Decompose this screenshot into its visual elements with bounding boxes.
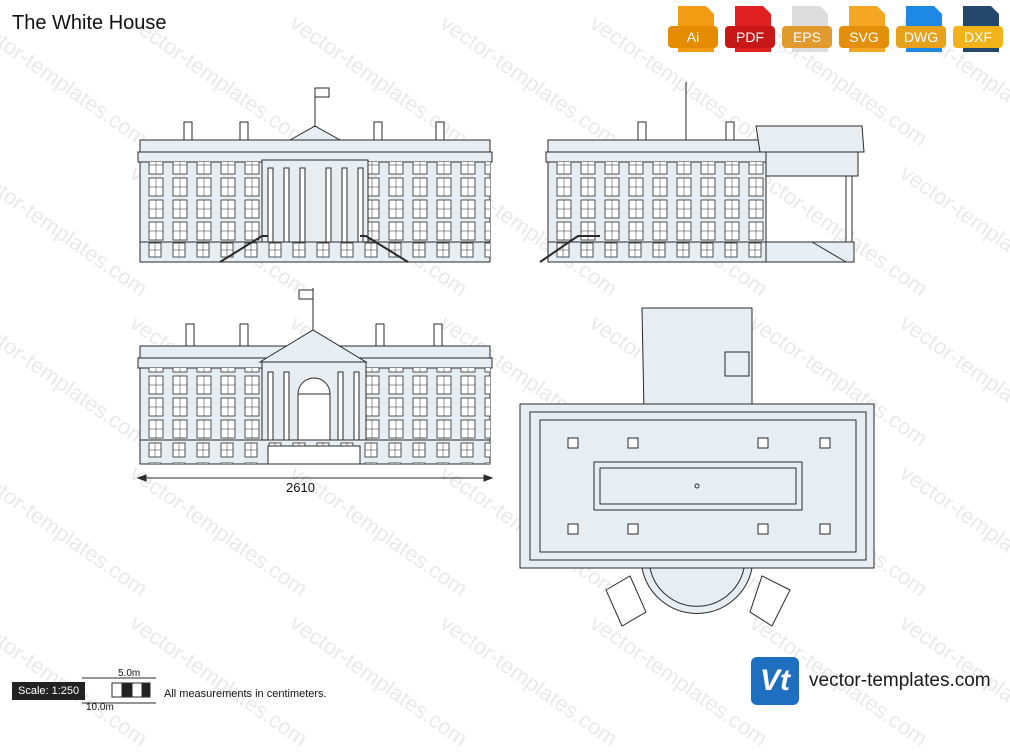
roof-plan-drawing [519,307,875,627]
pdf-file-icon[interactable]: PDF [725,4,775,54]
measurement-note: All measurements in centimeters. [164,688,327,700]
roof-chimneys [567,437,831,535]
dxf-file-icon[interactable]: DXF [953,4,1003,54]
right-stair [360,235,409,263]
ground-windows [140,242,490,262]
badge-label: Ai [668,26,718,48]
blueprint-canvas [82,82,875,704]
eps-file-icon[interactable]: EPS [782,4,832,54]
fanlight [297,377,331,395]
roof-inner-edge [539,419,857,553]
width-dimension: 2610 [286,480,315,495]
roof-balustrade [547,139,767,153]
vt-logo-icon: Vt [751,657,799,705]
badge-label: SVG [839,26,889,48]
ground-windows [548,242,766,262]
roof-parapet [529,411,867,561]
skylight [724,351,750,377]
side-stair [539,235,600,263]
entrance-steps [267,445,361,465]
flag [298,289,314,300]
south-facade-drawing [137,288,493,465]
north-facade-drawing [137,87,493,263]
chimneys [183,121,445,141]
portico-inner-arc [649,567,745,607]
brand-footer[interactable]: Vt vector-templates.com [751,657,991,705]
west-stair-plan [605,575,647,627]
badge-label: EPS [782,26,832,48]
scale-10m-label: 10.0m [86,702,114,713]
east-stair-plan [749,575,791,627]
south-portico-roof [641,567,753,614]
portico [261,159,369,243]
dwg-file-icon[interactable]: DWG [896,4,946,54]
badge-label: PDF [725,26,775,48]
cornice [545,151,769,163]
roof-balustrade [139,139,491,153]
svg-file-icon[interactable]: SVG [839,4,889,54]
format-badges: Ai PDF EPS SVG DWG DXF [668,4,1003,54]
dimension-line [136,474,494,482]
badge-label: DXF [953,26,1003,48]
badge-label: DWG [896,26,946,48]
roof-center-point [694,483,700,489]
entrance-door [297,393,331,441]
east-elevation-drawing [539,82,865,263]
center-roof-inset [599,467,797,505]
scale-5m-label: 5.0m [118,668,141,679]
scale-ratio-label: Scale: 1:250 [12,682,86,700]
window-grid [548,162,766,242]
flag [314,87,330,98]
chimneys [185,323,443,347]
colonnade-roof [755,125,865,153]
terrace-stair [811,241,847,263]
scale-bar-graphic [82,677,156,704]
chimneys [637,121,735,141]
pediment [288,125,342,141]
left-stair [219,235,268,263]
scale-bar: 5.0m Scale: 1:250 10.0m [12,668,172,714]
page-title: The White House [12,12,167,34]
colonnade-base [765,241,855,263]
brand-name: vector-templates.com [809,670,991,691]
ai-file-icon[interactable]: Ai [668,4,718,54]
colonnade-entablature [765,151,859,177]
